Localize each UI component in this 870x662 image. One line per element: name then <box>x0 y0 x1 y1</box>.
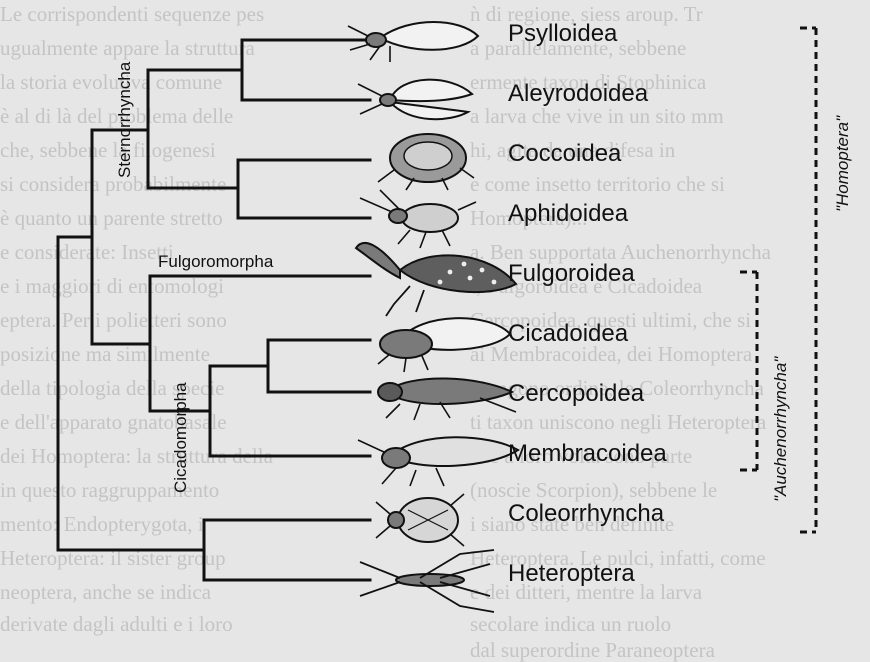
clade-label-cicadomorpha: Cicadomorpha <box>172 382 189 493</box>
taxon-label: Coccoidea <box>508 142 621 166</box>
taxon-label: Cercopoidea <box>508 382 644 406</box>
taxon-label: Fulgoroidea <box>508 262 635 286</box>
group-label-auchenorrhyncha: "Auchenorrhyncha" <box>772 357 789 502</box>
froghopper-icon <box>378 378 516 420</box>
taxon-label: Membracoidea <box>508 442 667 466</box>
taxon-label: Psylloidea <box>508 22 617 46</box>
taxon-label: Heteroptera <box>508 562 635 586</box>
clade-label-sternorrhyncha: Sternorrhyncha <box>116 62 133 178</box>
scale-insect-icon <box>378 134 474 190</box>
taxon-label: Aleyrodoidea <box>508 82 648 106</box>
moss-bug-icon <box>376 494 464 546</box>
taxon-label: Coleorrhyncha <box>508 502 664 526</box>
leafhopper-icon <box>358 437 518 486</box>
taxon-label: Aphidoidea <box>508 202 628 226</box>
psyllid-icon <box>348 22 478 62</box>
lanternfly-icon <box>356 243 516 316</box>
clade-label-fulgoromorpha: Fulgoromorpha <box>158 253 273 270</box>
aphid-icon <box>360 190 476 248</box>
true-bug-icon <box>360 550 494 612</box>
group-label-homoptera: "Homoptera" <box>834 116 851 212</box>
cicada-icon <box>378 318 510 372</box>
whitefly-icon <box>358 80 472 120</box>
taxon-label: Cicadoidea <box>508 322 628 346</box>
background-text-line: dal superordine Paraneoptera <box>470 640 715 661</box>
